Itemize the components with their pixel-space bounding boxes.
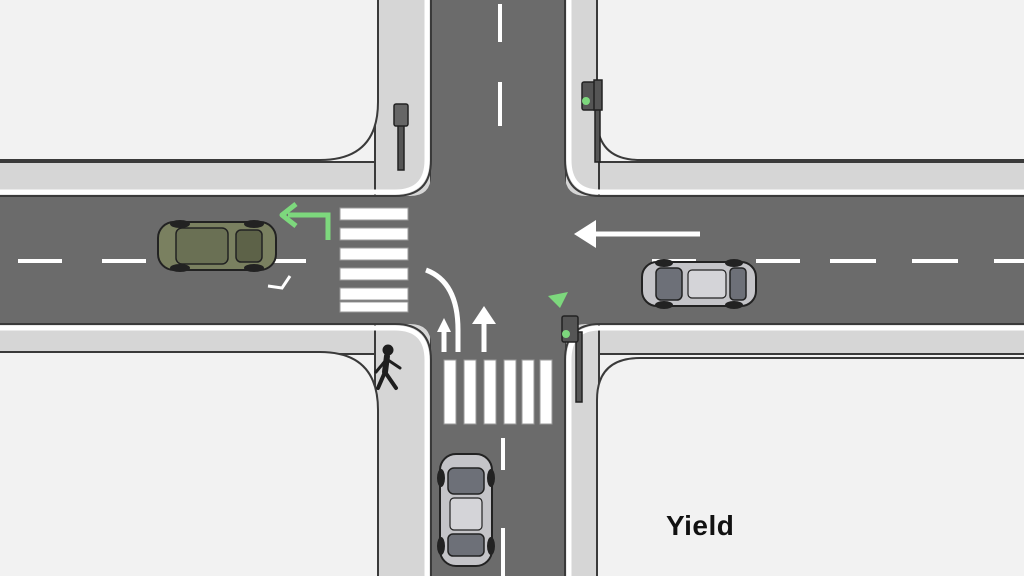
left-arrow [574, 220, 700, 248]
traffic-light-green [548, 292, 583, 403]
left-turn-arrow [279, 202, 331, 240]
olive-sedan [157, 220, 277, 272]
traffic-light [581, 79, 603, 163]
signal-beam [548, 292, 568, 308]
walking-person [374, 344, 402, 390]
turn-mark [267, 275, 292, 290]
traffic-light [393, 103, 409, 171]
crosswalk-south [443, 359, 553, 425]
yield-label: Yield [666, 510, 735, 541]
straight-arrow [437, 318, 451, 352]
right-curve [425, 267, 461, 352]
straight-arrow [472, 306, 496, 352]
crosswalk-west [339, 207, 409, 313]
silver-sedan-bottom [437, 453, 495, 567]
silver-sedan-right [641, 259, 757, 309]
lane-dashes-vertical [498, 4, 505, 576]
